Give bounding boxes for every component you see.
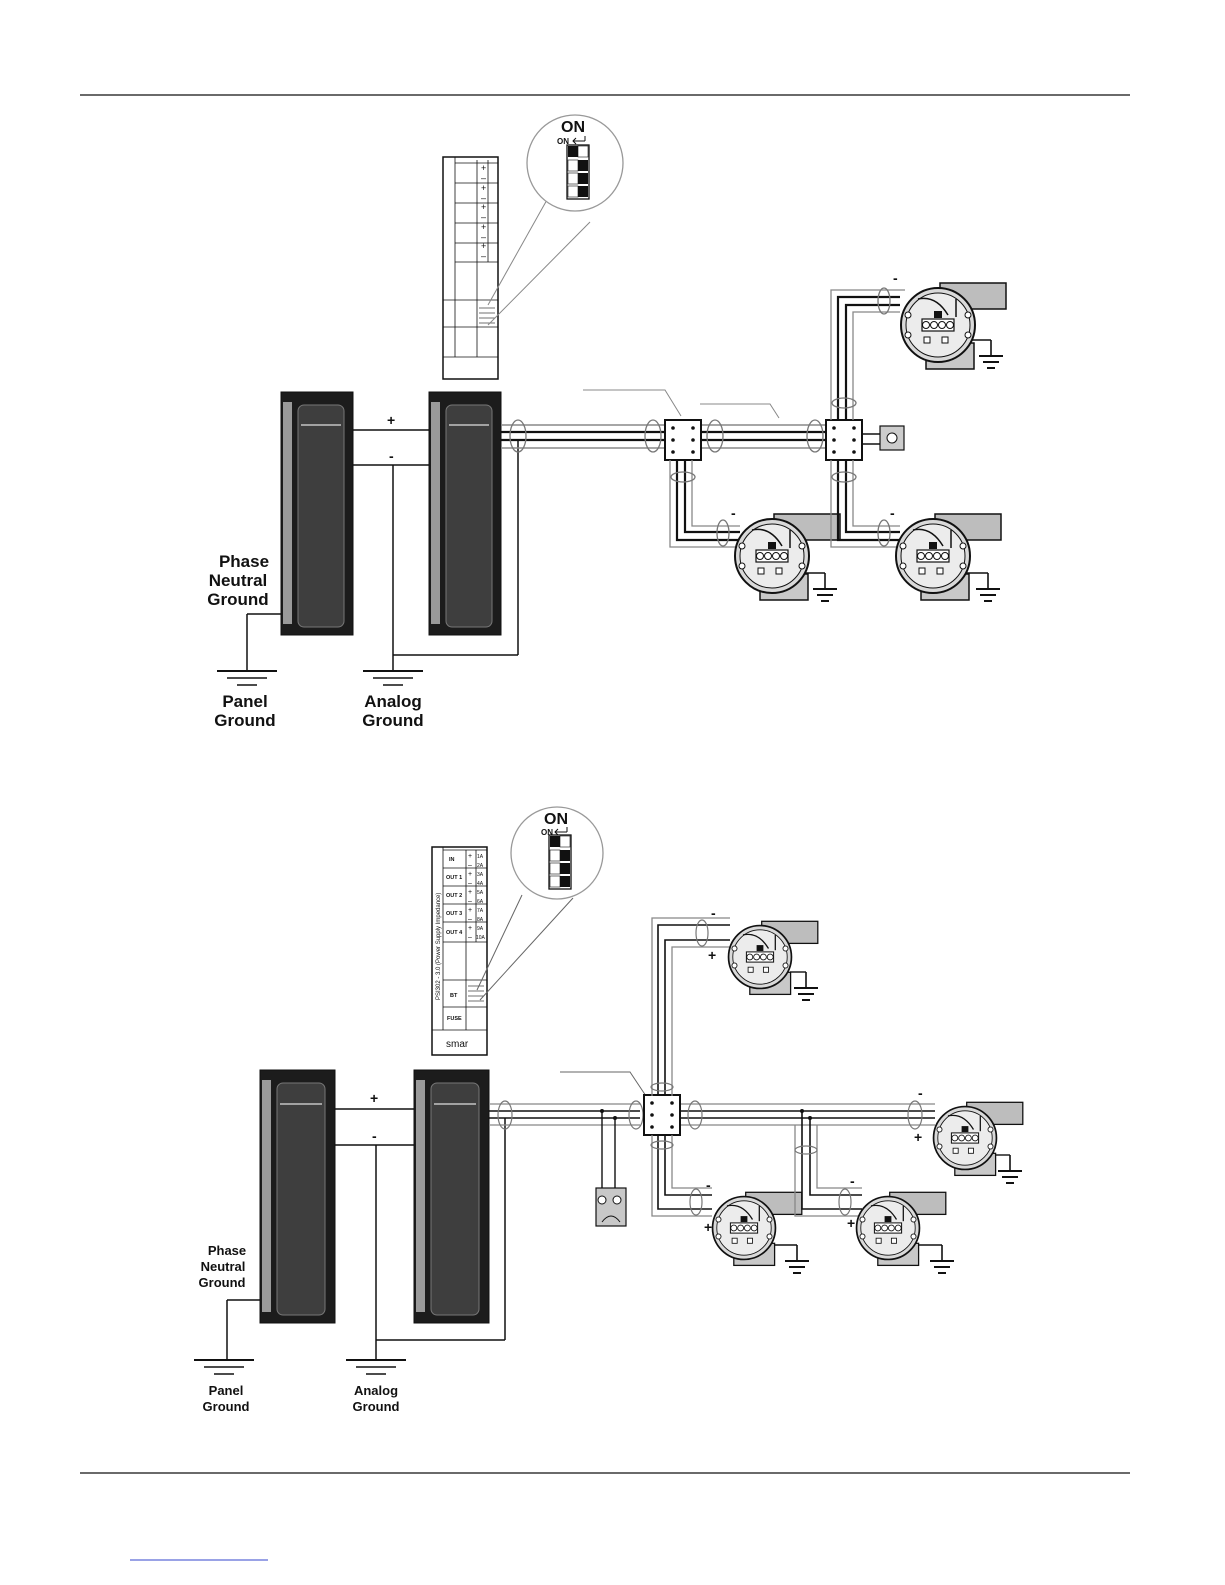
svg-text:Ground: Ground: [362, 711, 423, 730]
svg-text:-: -: [893, 270, 898, 286]
svg-text:Ground: Ground: [353, 1399, 400, 1414]
svg-text:+: +: [387, 412, 395, 428]
svg-text:7A: 7A: [477, 908, 484, 914]
svg-text:+: +: [468, 853, 472, 860]
impedance-module-top: [429, 392, 501, 635]
svg-text:OUT 4: OUT 4: [446, 930, 463, 936]
svg-text:+: +: [481, 163, 486, 173]
svg-text:-: -: [918, 1085, 923, 1101]
svg-text:Phase: Phase: [219, 552, 269, 571]
svg-text:-: -: [890, 505, 895, 521]
svg-text:10A: 10A: [476, 935, 486, 941]
svg-text:–: –: [468, 934, 472, 941]
svg-text:–: –: [481, 251, 486, 261]
svg-text:Analog: Analog: [364, 692, 422, 711]
svg-text:9A: 9A: [477, 926, 484, 932]
svg-text:PSI302 - 3.0 (Power Supply Imp: PSI302 - 3.0 (Power Supply Impedance): [436, 893, 442, 1000]
svg-text:FUSE: FUSE: [447, 1016, 462, 1022]
svg-text:+: +: [481, 183, 486, 193]
svg-text:6A: 6A: [477, 899, 484, 905]
svg-text:+: +: [481, 222, 486, 232]
svg-text:+: +: [481, 202, 486, 212]
svg-text:–: –: [481, 212, 486, 222]
svg-text:–: –: [481, 173, 486, 183]
impedance-module-bottom: [414, 1070, 489, 1323]
svg-text:-: -: [372, 1128, 377, 1144]
svg-text:–: –: [468, 862, 472, 869]
svg-text:3A: 3A: [477, 872, 484, 878]
svg-text:ON: ON: [561, 119, 585, 136]
svg-text:-: -: [389, 448, 394, 464]
svg-text:–: –: [468, 880, 472, 887]
svg-text:+: +: [468, 871, 472, 878]
svg-text:5A: 5A: [477, 890, 484, 896]
svg-text:Panel: Panel: [209, 1383, 244, 1398]
svg-text:Panel: Panel: [222, 692, 267, 711]
svg-text:Neutral: Neutral: [201, 1259, 246, 1274]
svg-text:OUT 1: OUT 1: [446, 875, 462, 881]
svg-text:+: +: [481, 241, 486, 251]
terminal-strip-bottom: IN OUT 1 OUT 2 OUT 3 OUT 4 BT FUSE 1A 2A…: [432, 847, 487, 1055]
svg-text:–: –: [468, 916, 472, 923]
svg-text:+: +: [847, 1215, 855, 1231]
power-supply-module-top: [281, 392, 353, 635]
svg-text:Analog: Analog: [354, 1383, 398, 1398]
svg-text:+: +: [370, 1090, 378, 1106]
svg-text:+: +: [468, 925, 472, 932]
svg-text:2A: 2A: [477, 863, 484, 869]
svg-text:1A: 1A: [477, 854, 484, 860]
svg-text:Ground: Ground: [203, 1399, 250, 1414]
svg-text:-: -: [706, 1177, 711, 1193]
svg-text:–: –: [468, 898, 472, 905]
svg-text:8A: 8A: [477, 917, 484, 923]
svg-text:-: -: [711, 905, 716, 921]
svg-text:Ground: Ground: [214, 711, 275, 730]
svg-text:+: +: [914, 1129, 922, 1145]
diagram-top: +– +– +– +– +– ON ON: [207, 115, 1006, 730]
svg-text:+: +: [708, 947, 716, 963]
diagram-bottom: IN OUT 1 OUT 2 OUT 3 OUT 4 BT FUSE 1A 2A…: [194, 807, 1023, 1414]
terminal-strip-top: +– +– +– +– +–: [443, 157, 498, 379]
svg-text:OUT 3: OUT 3: [446, 911, 462, 917]
svg-text:IN: IN: [449, 857, 455, 863]
svg-text:Phase: Phase: [208, 1243, 246, 1258]
svg-text:4A: 4A: [477, 881, 484, 887]
svg-text:-: -: [850, 1173, 855, 1189]
svg-text:-: -: [731, 505, 736, 521]
dip-switch-zoom-top: ON ON: [527, 115, 623, 211]
svg-text:OUT 2: OUT 2: [446, 893, 462, 899]
svg-text:Ground: Ground: [199, 1275, 246, 1290]
terminator-top: [880, 426, 904, 450]
svg-text:Neutral: Neutral: [209, 571, 268, 590]
dip-switch-zoom-bottom: ON ON: [511, 807, 603, 899]
svg-text:+: +: [468, 889, 472, 896]
svg-text:Ground: Ground: [207, 590, 268, 609]
terminator-bottom: [596, 1188, 626, 1226]
power-supply-module-bottom: [260, 1070, 335, 1323]
svg-text:ON: ON: [544, 811, 568, 828]
svg-text:+: +: [468, 907, 472, 914]
svg-text:smar: smar: [446, 1039, 469, 1050]
svg-text:+: +: [704, 1219, 712, 1235]
svg-text:BT: BT: [450, 993, 458, 999]
